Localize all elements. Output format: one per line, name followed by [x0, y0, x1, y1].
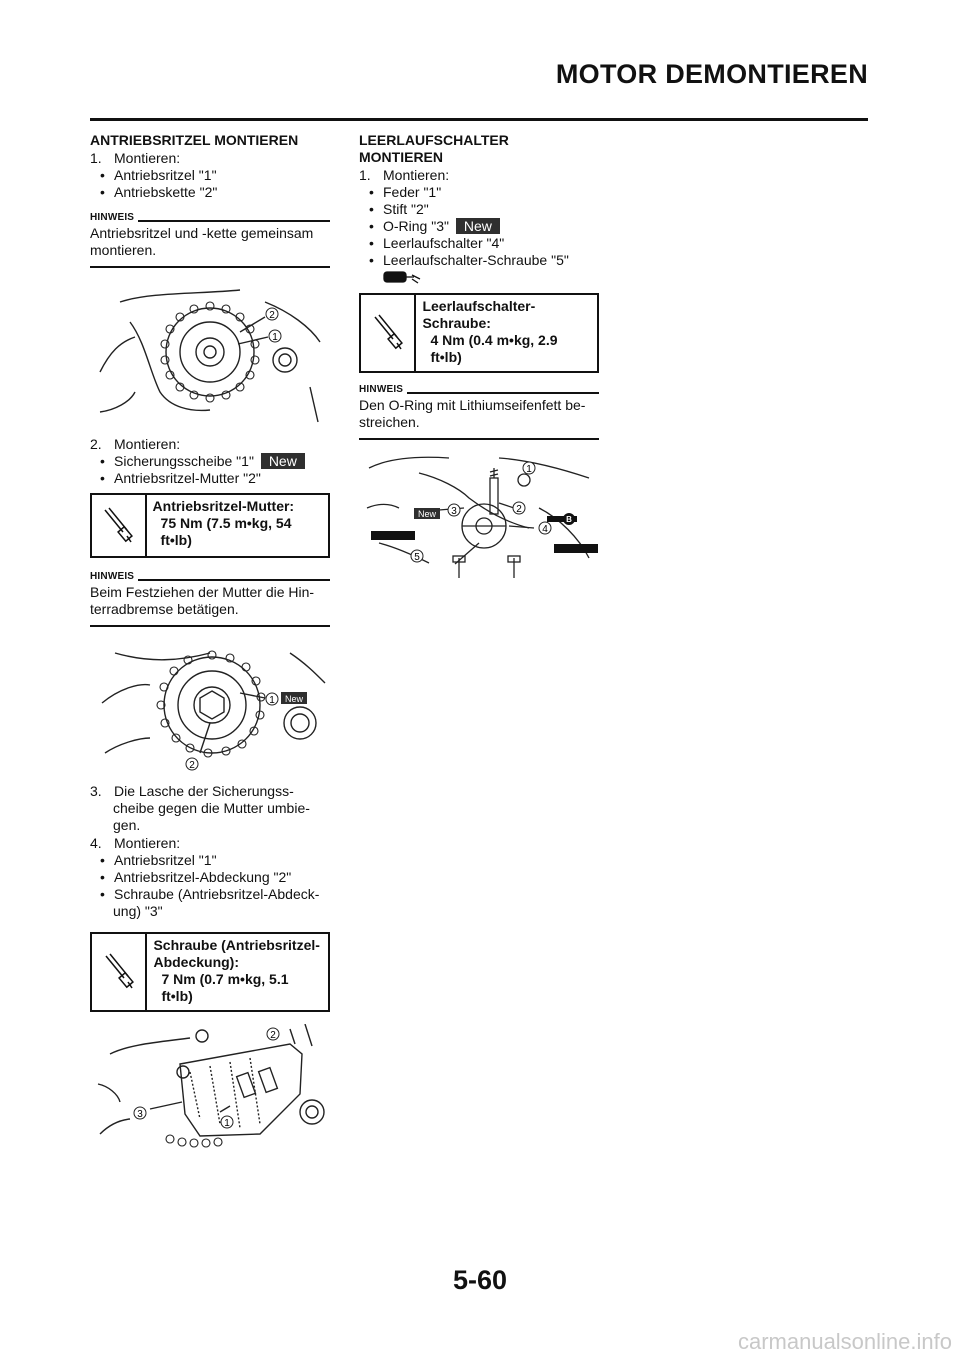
- list-item-text: O-Ring "3": [383, 218, 449, 234]
- step-text: Montieren:: [383, 167, 450, 183]
- callout-2: 2: [270, 1030, 276, 1041]
- torque-spec-box: Leerlaufschalter- Schraube: 4 Nm (0.4 m•…: [359, 293, 599, 373]
- step-text-cont: gen.: [113, 817, 141, 833]
- callout-2: 2: [269, 310, 275, 321]
- watermark[interactable]: carmanualsonline.info: [737, 1329, 952, 1354]
- grease-label: B: [566, 515, 572, 524]
- note-text: Den O-Ring mit Lithiumseifenfett be-stre…: [359, 397, 599, 440]
- list-item-text: Feder "1": [383, 184, 442, 200]
- list-item-text: Antriebsritzel "1": [114, 167, 217, 183]
- new-badge: New: [455, 218, 500, 234]
- right-column: LEERLAUFSCHALTER MONTIEREN 1.Montieren: …: [359, 132, 599, 598]
- list-item: •Antriebsritzel "1": [100, 852, 217, 868]
- note-label: HINWEIS: [90, 212, 135, 223]
- left-column: ANTRIEBSRITZEL MONTIEREN 1. Montieren: •A…: [90, 132, 330, 1154]
- step-number: 2.: [90, 436, 102, 452]
- callout-1: 1: [526, 464, 532, 475]
- callout-1: 1: [269, 695, 275, 706]
- section-title: MONTIEREN: [359, 149, 443, 165]
- torque-name: Schraube (Antriebsritzel-: [153, 937, 320, 953]
- list-item-cont: ung) "3": [113, 903, 163, 919]
- figure-sprocket-cover: 2 3 1: [90, 1024, 330, 1154]
- torque-spec-box: Schraube (Antriebsritzel- Abdeckung): 7 …: [90, 932, 330, 1012]
- new-label: New: [418, 509, 437, 519]
- list-item: •Antriebsritzel-Abdeckung "2": [100, 869, 292, 885]
- list-item: •Antriebsritzel-Mutter "2": [100, 470, 261, 486]
- step-number: 4.: [90, 835, 102, 851]
- list-item-text: Schraube (Antriebsritzel-Abdeck-: [114, 886, 320, 902]
- callout-4: 4: [542, 524, 548, 535]
- step: 1. Montieren:: [359, 167, 599, 184]
- step-text-cont: cheibe gegen die Mutter umbie-: [113, 800, 310, 816]
- torque-value: 7 Nm (0.7 m•kg, 5.1 ft•lb): [161, 971, 289, 1004]
- list-item: •Sicherungsscheibe "1" New: [90, 453, 330, 470]
- step-text: Montieren:: [114, 436, 181, 452]
- torque-name: Schraube:: [422, 315, 491, 331]
- new-label: New: [285, 694, 304, 704]
- page-title: MOTOR DEMONTIEREN: [555, 59, 868, 89]
- figure-lock-washer: 1 New 2: [90, 643, 330, 771]
- torque-name: Antriebsritzel-Mutter:: [152, 498, 295, 514]
- figure-neutral-switch: B New 3 2 4 5 1: [359, 448, 599, 598]
- section-title: ANTRIEBSRITZEL MONTIEREN: [90, 132, 299, 148]
- callout-1: 1: [272, 332, 278, 343]
- list-item: •Leerlaufschalter "4": [369, 235, 505, 251]
- thread-locker-icon: [359, 269, 599, 287]
- header-rule: [90, 118, 868, 121]
- torque-spec-box: Antriebsritzel-Mutter: 75 Nm (7.5 m•kg, …: [90, 493, 330, 558]
- list-item-text: Stift "2": [383, 201, 429, 217]
- callout-1: 1: [224, 1118, 230, 1129]
- torque-wrench-icon: [92, 495, 147, 556]
- step-number: 3.: [90, 783, 102, 799]
- torque-wrench-icon: [92, 934, 148, 1010]
- note-box: HINWEIS Beim Festziehen der Mutter die H…: [90, 572, 330, 627]
- note-label: HINWEIS: [359, 384, 404, 395]
- step-text: Montieren:: [114, 835, 181, 851]
- callout-3: 3: [451, 506, 457, 517]
- list-item: •Schraube (Antriebsritzel-Abdeck-: [100, 886, 320, 902]
- list-item-text: Antriebsritzel-Mutter "2": [114, 470, 261, 486]
- note-box: HINWEIS Den O-Ring mit Lithiumseifenfett…: [359, 385, 599, 440]
- note-text: Antriebsritzel und -kette gemeinsam mont…: [90, 225, 330, 268]
- callout-3: 3: [137, 1109, 143, 1120]
- torque-name: Abdeckung):: [153, 954, 240, 970]
- list-item-text: Antriebskette "2": [114, 184, 218, 200]
- step-number: 1.: [359, 167, 371, 183]
- step: 3. Die Lasche der Sicherungss-: [90, 783, 330, 800]
- note-text: Beim Festziehen der Mutter die Hin-terra…: [90, 584, 330, 627]
- callout-2: 2: [516, 504, 522, 515]
- step: 1. Montieren:: [90, 150, 330, 167]
- step-text: Die Lasche der Sicherungss-: [114, 783, 294, 799]
- new-badge: New: [260, 453, 305, 469]
- list-item: •Antriebsritzel "1": [100, 167, 217, 183]
- list-item: •Stift "2": [369, 201, 429, 217]
- step: 2. Montieren:: [90, 436, 330, 453]
- step-number: 1.: [90, 150, 102, 166]
- callout-5: 5: [414, 552, 420, 563]
- list-item: •Leerlaufschalter-Schraube "5": [369, 252, 569, 268]
- list-item: •Feder "1": [369, 184, 442, 200]
- list-item-text: Leerlaufschalter "4": [383, 235, 505, 251]
- list-item: •O-Ring "3" New: [359, 218, 599, 235]
- list-item-text: Antriebsritzel "1": [114, 852, 217, 868]
- list-item-text: Leerlaufschalter-Schraube "5": [383, 252, 569, 268]
- torque-value: 4 Nm (0.4 m•kg, 2.9 ft•lb): [430, 332, 558, 365]
- list-item-text: Sicherungsscheibe "1": [114, 453, 254, 469]
- note-label: HINWEIS: [90, 571, 135, 582]
- torque-value: 75 Nm (7.5 m•kg, 54 ft•lb): [160, 515, 292, 548]
- figure-sprocket-chain: 2 1: [90, 282, 330, 432]
- step: 4. Montieren:: [90, 835, 330, 852]
- page-number: 5-60: [452, 1265, 508, 1295]
- section-title: LEERLAUFSCHALTER: [359, 132, 509, 148]
- torque-wrench-icon: [361, 295, 417, 371]
- torque-name: Leerlaufschalter-: [422, 298, 536, 314]
- step-text: Montieren:: [114, 150, 181, 166]
- list-item-text: Antriebsritzel-Abdeckung "2": [114, 869, 292, 885]
- list-item: •Antriebskette "2": [100, 184, 218, 200]
- note-box: HINWEIS Antriebsritzel und -kette gemein…: [90, 213, 330, 268]
- callout-2: 2: [189, 760, 195, 771]
